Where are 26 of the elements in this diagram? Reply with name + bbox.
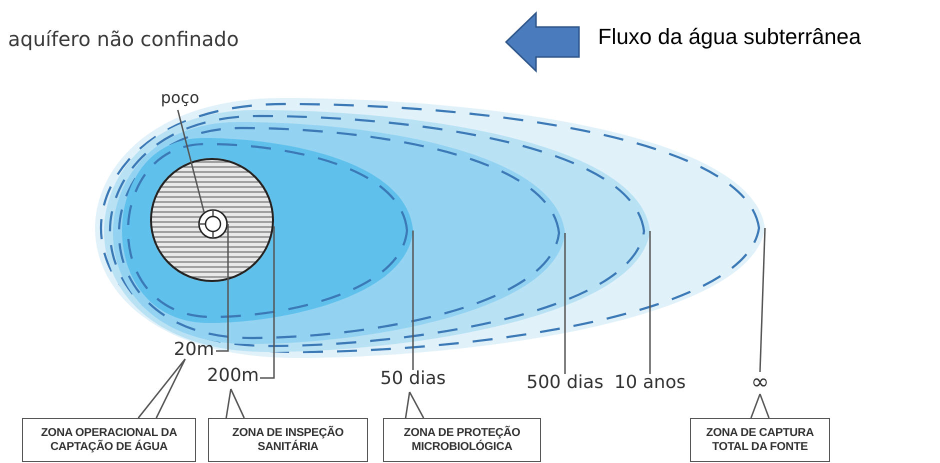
title: aquífero não confinado	[8, 27, 239, 51]
distance-label: 20m	[172, 341, 216, 361]
leader-line	[260, 226, 275, 379]
distance-label: 500 dias	[522, 374, 608, 396]
zone-label-box: ZONA DE PROTEÇÃO MICROBIOLÓGICA	[383, 418, 541, 462]
distance-label: poço	[158, 90, 202, 110]
callout-pointer	[138, 358, 186, 419]
callout-pointer	[404, 391, 424, 419]
distance-label: ∞	[748, 372, 772, 394]
leader-line	[412, 230, 414, 370]
zone-label-box: ZONA DE CAPTURA TOTAL DA FONTE	[690, 418, 830, 462]
distance-label: 10 anos	[612, 374, 688, 396]
zone-label-box: ZONA OPERACIONAL DA CAPTAÇÃO DE ÁGUA	[22, 418, 196, 462]
well	[198, 209, 228, 239]
distance-label: 200m	[206, 367, 260, 389]
callout-pointer	[750, 393, 770, 419]
leader-line	[759, 228, 766, 372]
leader-line	[564, 233, 566, 374]
distance-label: 50 dias	[379, 370, 447, 392]
flow-note: Fluxo da água subterrânea	[598, 24, 861, 50]
zone-label-box: ZONA DE INSPEÇÃO SANITÁRIA	[208, 418, 368, 462]
dashed-zone	[122, 138, 413, 323]
callout-pointer	[225, 388, 245, 419]
leader-line	[216, 224, 229, 352]
hatched-disc	[150, 158, 274, 282]
leader-line	[649, 231, 651, 374]
